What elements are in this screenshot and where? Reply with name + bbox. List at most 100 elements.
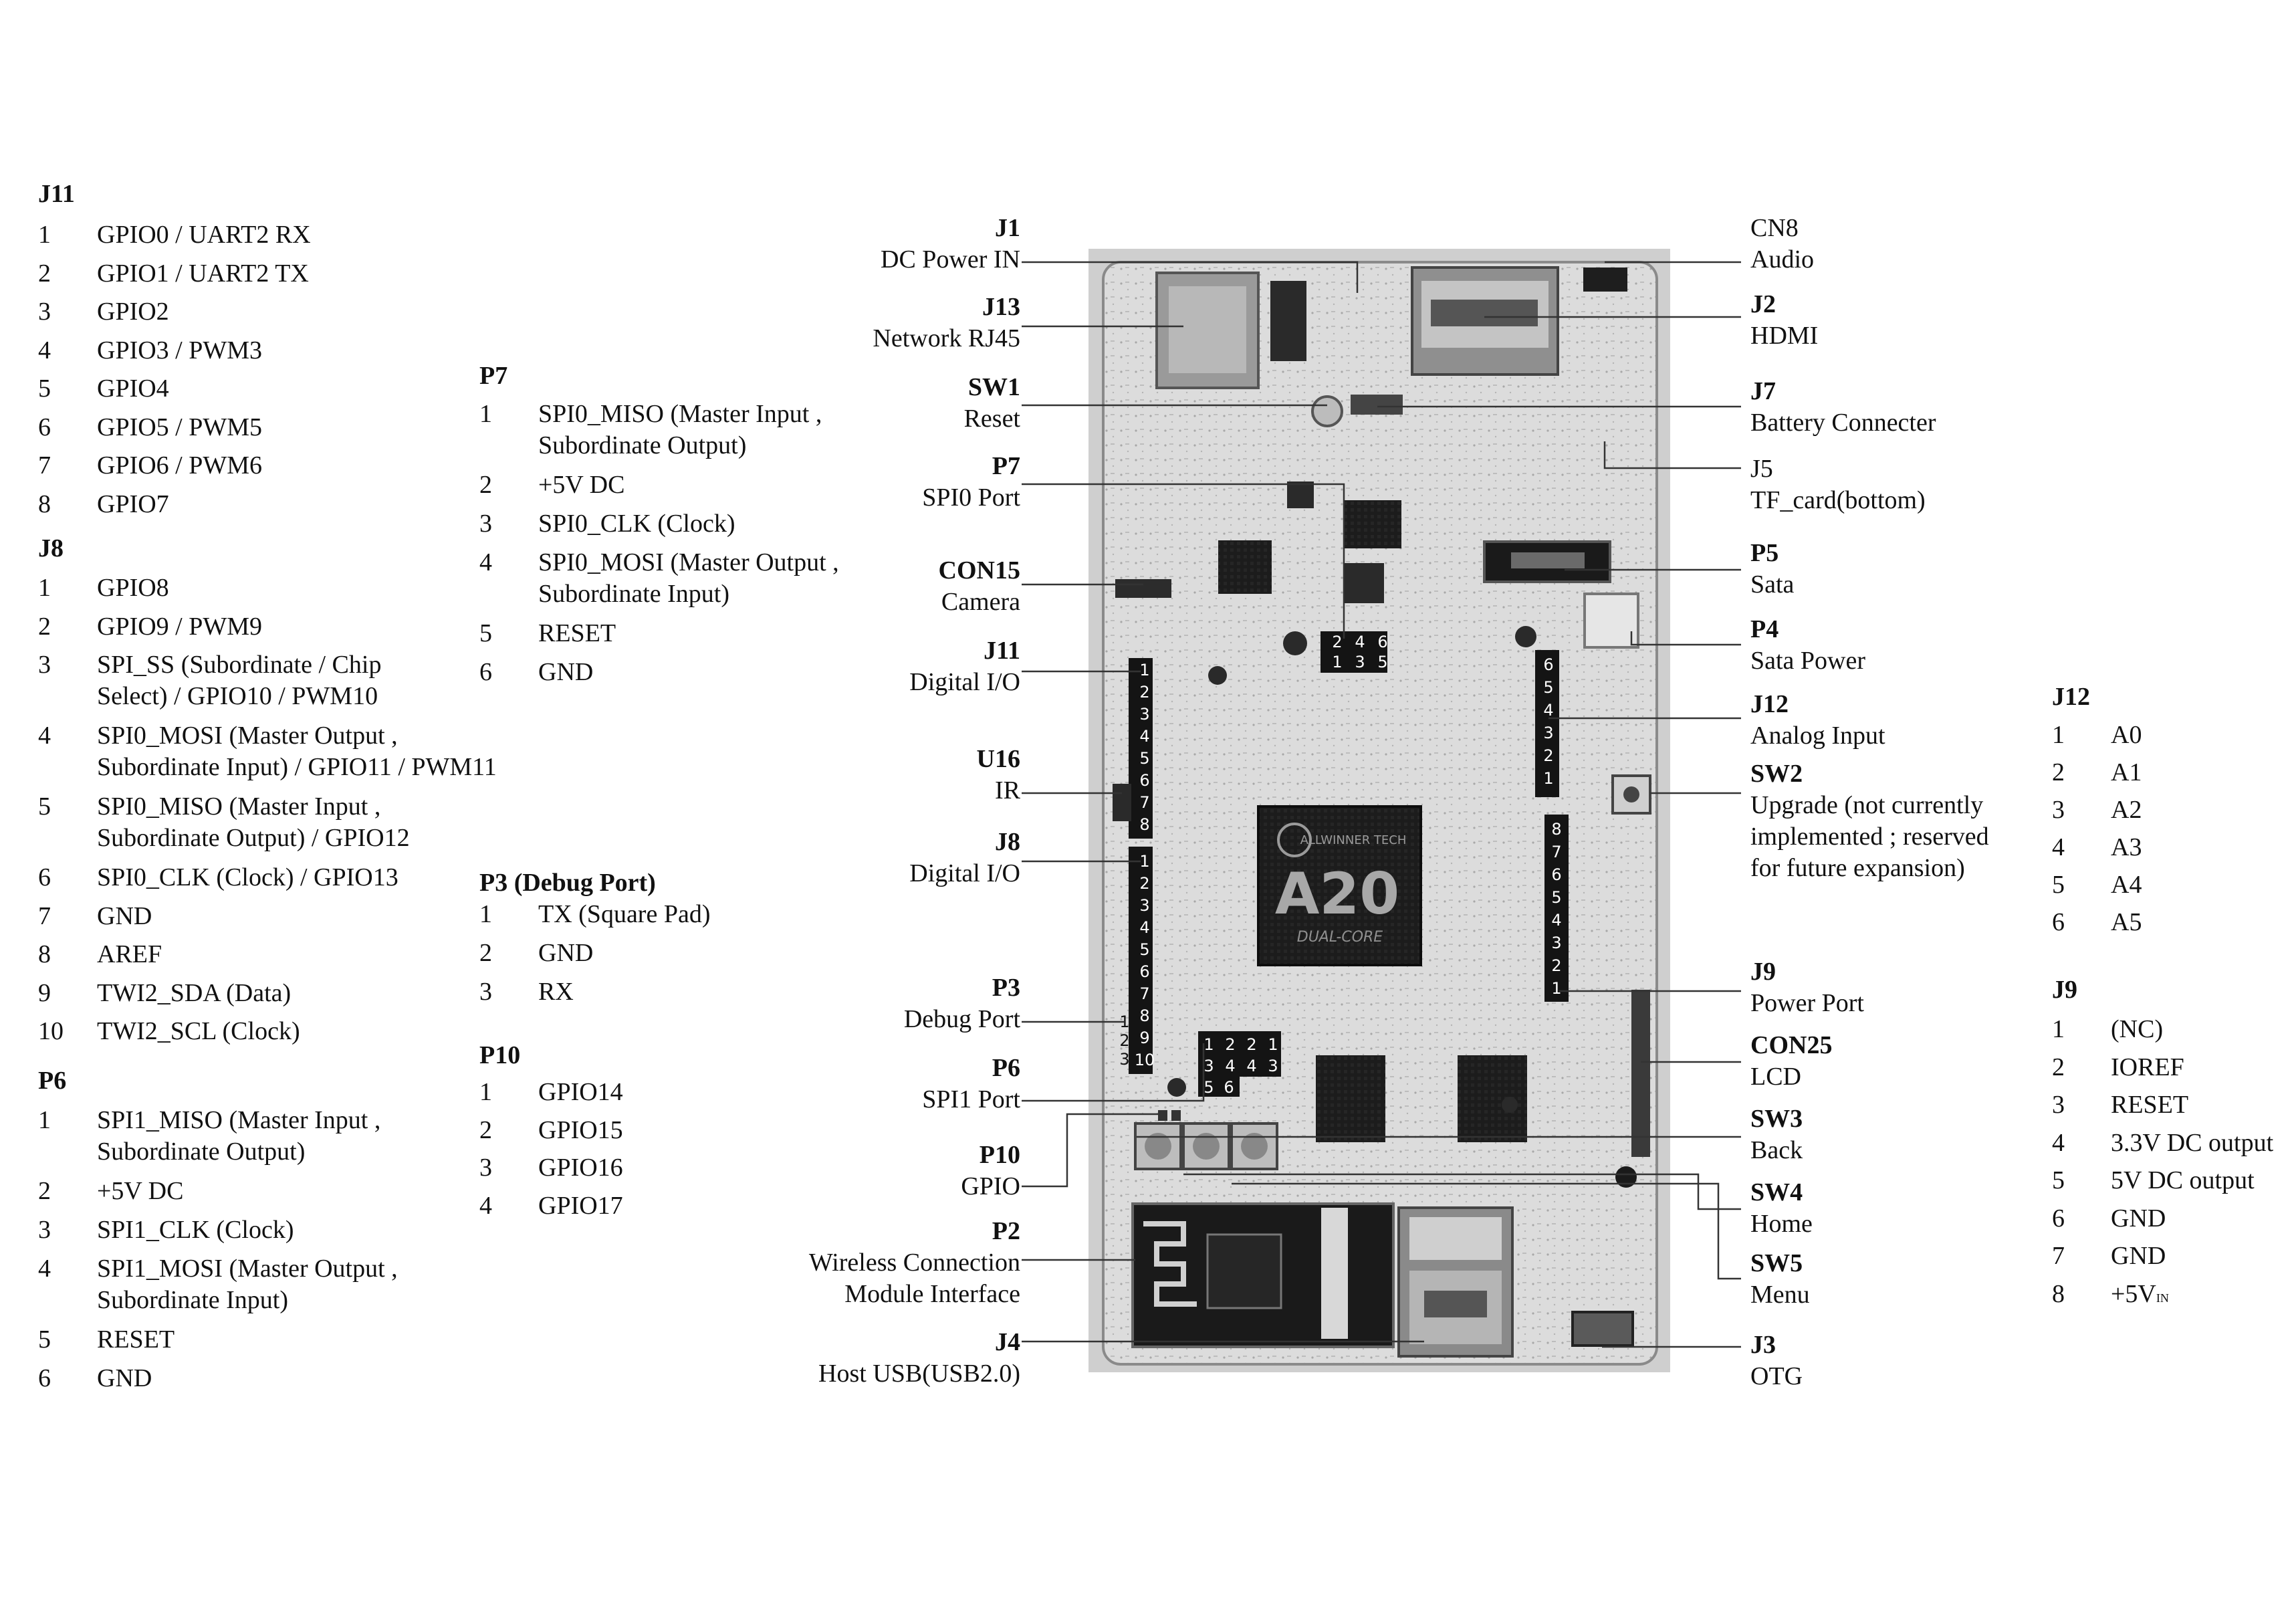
j8-pin-function-cont: Select) / GPIO10 / PWM10 [97, 682, 378, 710]
j11-pin-label: 7 [1139, 793, 1149, 812]
j11-pin-function: GPIO0 / UART2 RX [97, 221, 311, 249]
j11-pin-function: GPIO3 / PWM3 [97, 336, 263, 364]
j12-pin-number: 1 [2052, 721, 2065, 749]
callout-description: Sata Power [1750, 647, 1866, 675]
callout-description: IR [995, 776, 1020, 804]
j9-table-title: J9 [2052, 976, 2077, 1004]
p7-pin-function-cont: Subordinate Output) [538, 431, 747, 459]
p6-pin-function: SPI1_MOSI (Master Output , [97, 1255, 398, 1283]
p3-pin-label: 3 [1119, 1050, 1129, 1069]
p3-pin-function: GND [538, 939, 594, 967]
j11-pin-number: 1 [38, 221, 51, 249]
p10-pin-function: GPIO14 [538, 1078, 623, 1106]
j8-pin-number: 10 [38, 1017, 64, 1045]
j8-pin-label: 5 [1139, 940, 1149, 959]
callout-description: Digital I/O [909, 859, 1020, 887]
j8-pin-function: AREF [97, 940, 162, 968]
j12-pin-label: 3 [1543, 724, 1553, 742]
j9-pin-function: GND [2111, 1242, 2166, 1270]
callout-description: Debug Port [903, 1005, 1020, 1033]
j8-pin-label: 3 [1139, 896, 1149, 915]
j9-pin-label: 4 [1551, 911, 1561, 930]
callout-code: P5 [1750, 539, 1779, 567]
callout-description: for future expansion) [1750, 854, 1965, 882]
j11-pin-number: 2 [38, 259, 51, 288]
j12-table-title: J12 [2052, 683, 2090, 711]
j8-pin-function: SPI0_MISO (Master Input , [97, 792, 381, 821]
p3-pin-function: RX [538, 978, 574, 1006]
j11-pin-number: 5 [38, 374, 51, 403]
j9-pin-label: 2 [1551, 956, 1561, 975]
j9-pin-number: 1 [2052, 1015, 2065, 1043]
p3-pin-label: 2 [1119, 1031, 1129, 1050]
audio-jack [1583, 267, 1627, 292]
callout-description: Network RJ45 [873, 324, 1020, 352]
dc-jack [1270, 281, 1306, 361]
j8-pin-number: 7 [38, 901, 51, 930]
svg-text:ALLWINNER TECH: ALLWINNER TECH [1300, 833, 1407, 847]
callout-description: GPIO [961, 1172, 1020, 1200]
p7-pin-function: +5V DC [538, 471, 625, 499]
j12-pin-number: 6 [2052, 908, 2065, 936]
p6-pin-label: 2 [1246, 1035, 1256, 1054]
callout-description: implemented ; reserved [1750, 823, 1989, 851]
callout-description: SPI1 Port [922, 1085, 1020, 1113]
j11-pin-function: GPIO7 [97, 490, 169, 518]
callout-description: Back [1750, 1136, 1803, 1164]
j9-pin-label: 7 [1551, 843, 1561, 861]
p3-header: 123 [1119, 1012, 1129, 1069]
p7-pin-number: 3 [479, 510, 492, 538]
j8-pin-label: 2 [1139, 874, 1149, 893]
p6-pin-function: RESET [97, 1325, 175, 1354]
j9-pin-function: RESET [2111, 1091, 2189, 1119]
p3-pin-function: TX (Square Pad) [538, 900, 711, 928]
p6-table-title: P6 [38, 1067, 67, 1095]
callout-description: Home [1750, 1210, 1813, 1238]
j8-pin-number: 5 [38, 792, 51, 821]
j8-pin-number: 2 [38, 612, 51, 641]
svg-text:A20: A20 [1275, 861, 1399, 928]
callout-description: Power Port [1750, 989, 1864, 1017]
callout-code: J1 [995, 214, 1020, 242]
memory-chip-2 [1458, 1055, 1527, 1142]
leader-lines [1022, 261, 1741, 1348]
p6-pin-label: 3 [1268, 1057, 1278, 1075]
p7-pin-function: SPI0_MISO (Master Input , [538, 400, 822, 428]
callout-code: J4 [995, 1328, 1020, 1356]
callout-code: J7 [1750, 377, 1776, 405]
j12-pin-number: 4 [2052, 833, 2065, 861]
j9-pin-number: 2 [2052, 1053, 2065, 1081]
j8-pin-number: 9 [38, 978, 51, 1007]
j8-pin-function: SPI_SS (Subordinate / Chip [97, 651, 382, 679]
j9-pin-function: IOREF [2111, 1053, 2184, 1081]
p7-pin-label: 5 [1377, 653, 1387, 671]
j8-pin-label: 4 [1139, 918, 1149, 937]
j11-pin-label: 4 [1139, 727, 1149, 746]
j12-pin-number: 2 [2052, 758, 2065, 786]
p6-pin-function: +5V DC [97, 1177, 184, 1205]
j11-pin-label: 8 [1139, 815, 1149, 834]
p7-pin-number: 5 [479, 619, 492, 647]
j8-pin-function: GPIO8 [97, 574, 169, 602]
p7-pin-label: 3 [1355, 653, 1365, 671]
p10-pin-function: GPIO17 [538, 1191, 623, 1220]
j8-pin-number: 1 [38, 574, 51, 602]
p6-pin-number: 2 [38, 1177, 51, 1205]
p3-pin-number: 2 [479, 939, 492, 967]
p6-pin-number: 6 [38, 1364, 51, 1392]
callout-code: SW1 [967, 373, 1020, 401]
